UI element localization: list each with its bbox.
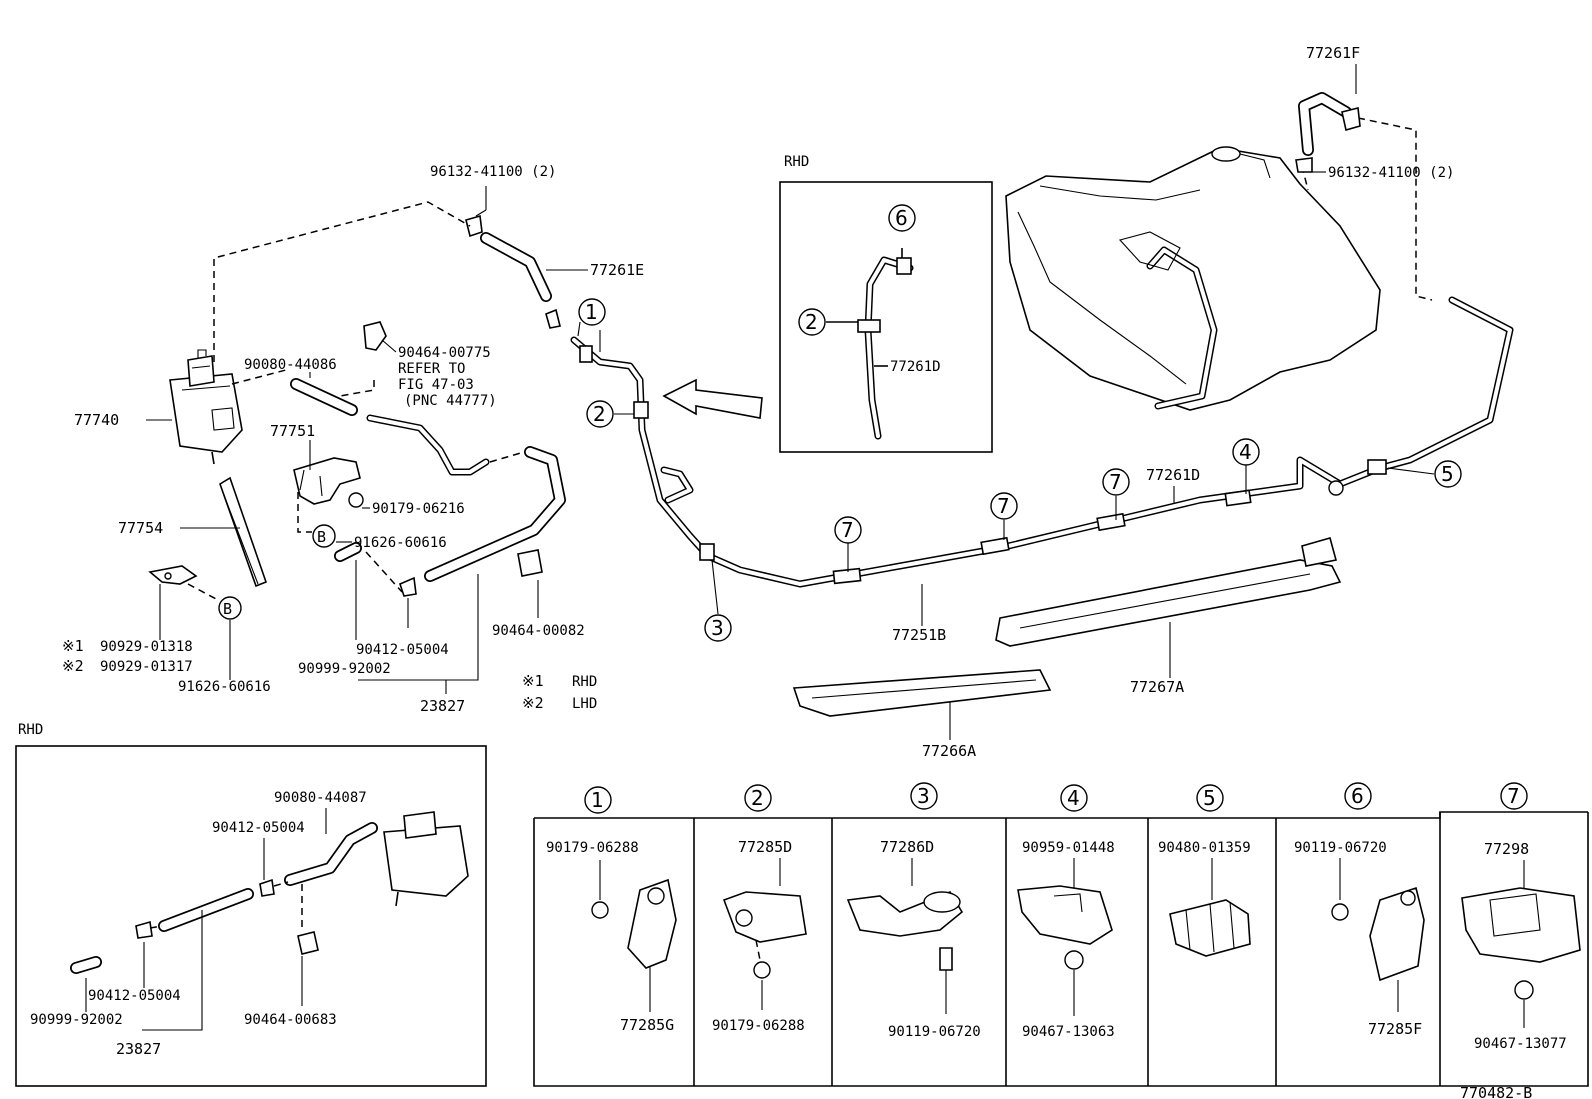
vent-hoses [290,214,566,597]
note-star1-legend: ※1 [522,672,544,690]
label-77261F: 77261F [1306,44,1360,62]
label-90929-01318: 90929-01318 [100,639,193,655]
svg-text:77285D: 77285D [738,838,792,856]
svg-text:77286D: 77286D [880,838,934,856]
svg-text:77285G: 77285G [620,1016,674,1034]
label-23827: 23827 [420,697,465,715]
label-90999-92002: 90999-92002 [298,661,391,677]
label-refer-3: (PNC 44777) [404,393,497,409]
dashed-leaders [187,117,1433,601]
svg-text:3: 3 [711,616,724,640]
svg-text:5: 5 [1441,462,1454,486]
label-77251B: 77251B [892,626,946,644]
svg-text:3: 3 [917,784,930,808]
svg-text:90480-01359: 90480-01359 [1158,840,1251,856]
fuel-tank [1005,146,1381,411]
filler-hose-77261F [1295,92,1361,173]
label-77740: 77740 [74,411,119,429]
label-90080-44086: 90080-44086 [244,357,337,373]
label-77261D: 77261D [1146,466,1200,484]
svg-text:90467-13063: 90467-13063 [1022,1024,1115,1040]
svg-text:2: 2 [805,310,818,334]
svg-text:1: 1 [591,788,604,812]
label-96132-b: 96132-41100 (2) [1328,165,1454,181]
label-rhd-90464-00683: 90464-00683 [244,1012,337,1028]
note-rhd: RHD [572,674,597,690]
svg-text:77261D: 77261D [890,359,941,375]
rhd-lower-inset: RHD 90080-44087 90412-05004 90412-05004 … [15,722,487,1087]
label-90080-44087: 90080-44087 [274,790,367,806]
svg-text:77298: 77298 [1484,840,1529,858]
label-91626-b: 91626-60616 [178,679,271,695]
note-lhd: LHD [572,696,597,712]
svg-text:77285F: 77285F [1368,1020,1422,1038]
svg-text:7: 7 [1507,784,1520,808]
label-90929-01317: 90929-01317 [100,659,193,675]
svg-text:90959-01448: 90959-01448 [1022,840,1115,856]
svg-text:90179-06288: 90179-06288 [546,840,639,856]
rhd-top-inset: RHD 6 2 77261D [779,154,993,453]
svg-text:90119-06720: 90119-06720 [1294,840,1387,856]
label-77754: 77754 [118,519,163,537]
diagram-id: 770482-B [1460,1084,1532,1099]
fuel-lines [570,296,1514,588]
note-star2: ※2 [62,657,84,675]
svg-text:2: 2 [751,786,764,810]
detail-table: 1 2 3 4 5 6 7 90179-06288 77285G 77285D … [533,782,1589,1087]
svg-text:90119-06720: 90119-06720 [888,1024,981,1040]
label-rhd-23827: 23827 [116,1040,161,1058]
label-77266A: 77266A [922,742,976,760]
svg-text:7: 7 [1109,470,1122,494]
label-90464-00775: 90464-00775 [398,345,491,361]
line-clamps [579,345,1387,585]
part-labels: 96132-41100 (2) 77261E 90080-44086 90464… [62,44,1454,760]
charcoal-canister [169,349,243,465]
svg-text:7: 7 [997,494,1010,518]
svg-text:B: B [223,600,232,618]
label-90179-06216: 90179-06216 [372,501,465,517]
label-rhd-90999: 90999-92002 [30,1012,123,1028]
svg-text:90467-13077: 90467-13077 [1474,1036,1567,1052]
label-90464-00082: 90464-00082 [492,623,585,639]
svg-text:6: 6 [895,206,908,230]
svg-text:6: 6 [1351,784,1364,808]
label-77261E: 77261E [590,261,644,279]
label-77267A: 77267A [1130,678,1184,696]
bracket-77751 [293,457,364,508]
svg-text:2: 2 [593,402,606,426]
svg-text:4: 4 [1239,440,1252,464]
canister-stay-77754 [219,476,268,588]
svg-text:90179-06288: 90179-06288 [712,1018,805,1034]
svg-text:B: B [317,528,326,546]
direction-arrow [662,378,763,419]
label-90412-05004: 90412-05004 [356,642,449,658]
numbered-markers: 1 2 3 4 5 7 7 7 [578,298,1462,642]
svg-text:5: 5 [1203,786,1216,810]
note-star2-legend: ※2 [522,694,544,712]
protector-77267A [995,537,1342,647]
callout-leaders [146,64,1435,740]
label-rhd-90412-top: 90412-05004 [212,820,305,836]
protector-77266A [792,669,1052,717]
note-star1: ※1 [62,637,84,655]
label-91626-a: 91626-60616 [354,535,447,551]
svg-text:4: 4 [1067,786,1080,810]
label-77751: 77751 [270,422,315,440]
label-refer-1: REFER TO [398,361,465,377]
svg-text:7: 7 [841,518,854,542]
label-rhd-90412-bot: 90412-05004 [88,988,181,1004]
svg-text:1: 1 [585,300,598,324]
bracket-90929 [148,565,198,585]
svg-text:RHD: RHD [784,154,809,170]
svg-text:RHD: RHD [18,722,43,738]
label-96132-a: 96132-41100 (2) [430,164,556,180]
label-refer-2: FIG 47-03 [398,377,474,393]
letter-b-markers: B B [218,524,336,620]
